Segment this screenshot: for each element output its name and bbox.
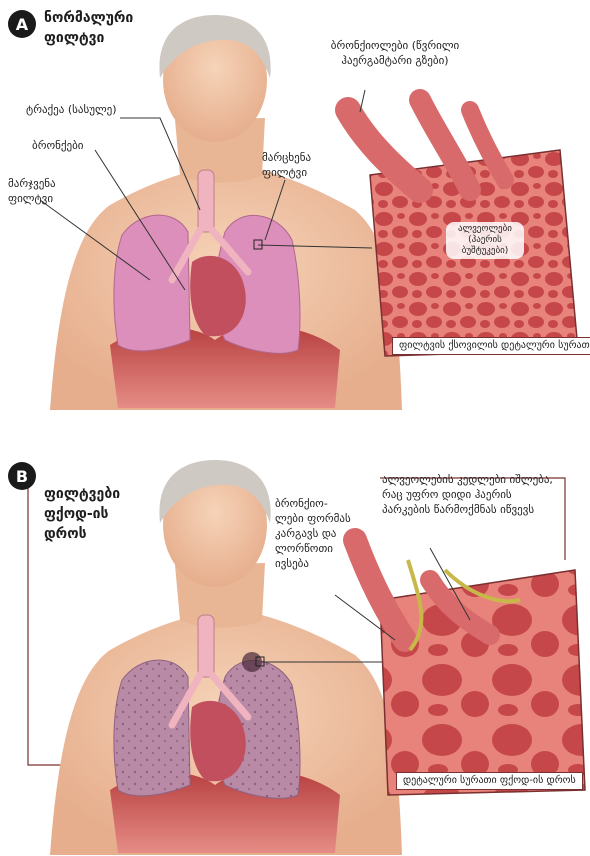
damage-spot	[242, 652, 262, 672]
right-lung-a	[114, 215, 190, 351]
figure-a	[50, 15, 402, 410]
bronchiole-tube-b1	[355, 540, 405, 640]
trachea-b	[198, 615, 214, 677]
right-lung-b	[114, 660, 190, 796]
label-bronchi: ბრონქები	[32, 138, 122, 153]
trachea-a	[198, 170, 214, 232]
title-b: ფილტვები ფქოდ-ის დროს	[44, 484, 154, 544]
label-alveoli-change: ალვეოლების კედლები იშლება, რაც უფრო დიდი…	[382, 472, 557, 517]
label-bronchioles: ბრონქიოლები (წვრილი ჰაერგამტარი გზები)	[300, 38, 490, 68]
caption-b: დეტალური სურათი ფქოდ-ის დროს	[396, 772, 583, 790]
leader-bronchioles	[360, 90, 365, 112]
label-alveoli: ალვეოლები (ჰაერის ბუშტუკები)	[446, 222, 524, 259]
label-bronchioles-change: ბრონქიო-ლები ფორმას კარგავს და ლორწოთი ი…	[275, 496, 355, 571]
inset-b-tissue	[380, 570, 585, 795]
title-a: ნორმალური ფილტვი	[44, 8, 179, 48]
label-left-lung: მარცხენა ფილტვი	[262, 150, 342, 180]
label-right-lung: მარჯვენა ფილტვი	[8, 176, 86, 206]
label-trachea: ტრაქეა (სასულე)	[26, 102, 156, 117]
caption-a: ფილტვის ქსოვილის დეტალური სურათი	[392, 337, 590, 355]
badge-a: A	[8, 10, 36, 38]
badge-b: B	[8, 462, 36, 490]
